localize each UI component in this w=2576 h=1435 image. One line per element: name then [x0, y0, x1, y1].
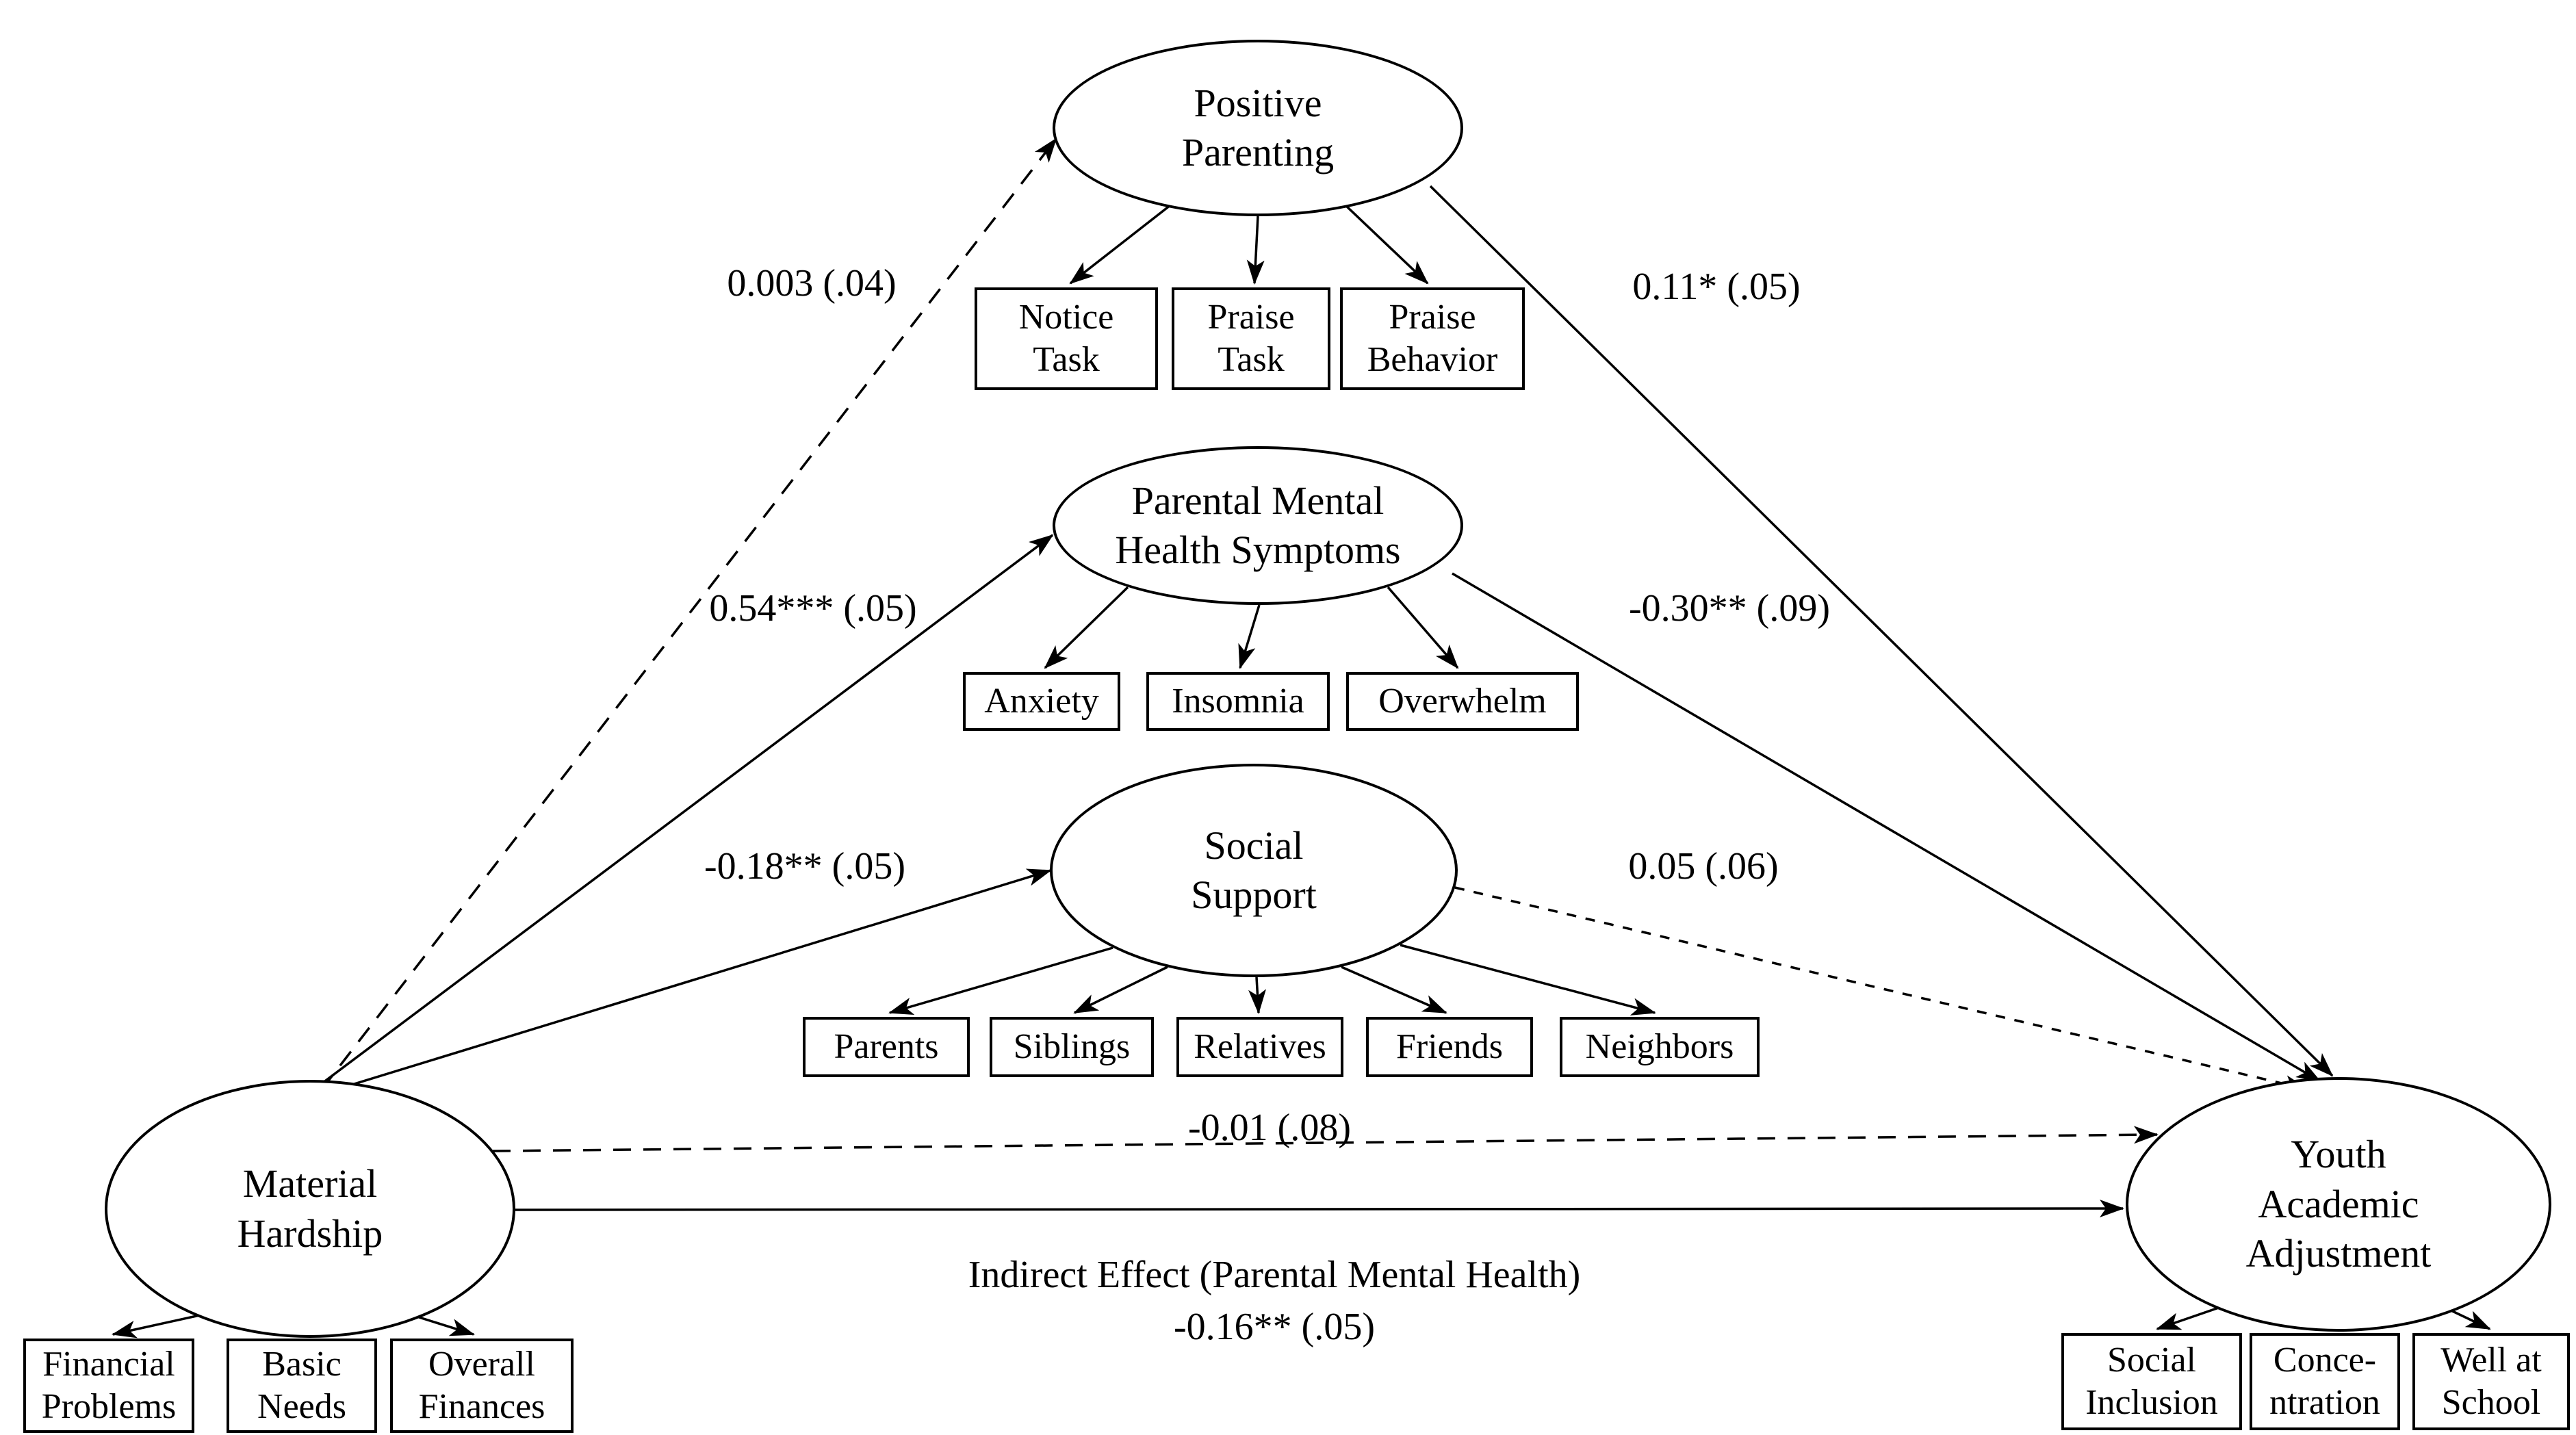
- indicator-overall-finances: Overall Finances: [390, 1339, 574, 1433]
- loading-pmh-overwhelm: [1387, 586, 1459, 669]
- indicator-neighbors: Neighbors: [1560, 1017, 1760, 1077]
- indicator-well-at-school: Well at School: [2412, 1333, 2570, 1430]
- path-mh-to-yaa-direct: [515, 1200, 2124, 1218]
- latent-label-line: Youth: [2291, 1132, 2386, 1177]
- indicator-label-line: Parents: [834, 1026, 939, 1066]
- indicator-label-line: Neighbors: [1585, 1026, 1734, 1066]
- indicator-friends: Friends: [1366, 1017, 1533, 1077]
- indicator-insomnia: Insomnia: [1146, 672, 1330, 731]
- coef-pp-to-yaa: 0.11* (.05): [1632, 266, 1801, 308]
- indicator-label-line: Praise: [1207, 297, 1295, 337]
- loading-pp-praise-behavior: [1344, 204, 1429, 285]
- indicator-concentration: Conce- ntration: [2250, 1333, 2400, 1430]
- indirect-effect-title: Indirect Effect (Parental Mental Health): [968, 1254, 1581, 1296]
- latent-label-line: Positive: [1194, 80, 1322, 125]
- indicator-label-line: Anxiety: [984, 681, 1099, 721]
- latent-parental-mental-health-symptoms: Parental Mental Health Symptoms: [1053, 446, 1463, 605]
- loading-pmh-insomnia: [1238, 604, 1261, 669]
- indicator-label-line: Notice: [1018, 297, 1114, 337]
- indicator-relatives: Relatives: [1176, 1017, 1343, 1077]
- indicator-praise-task: Praise Task: [1172, 287, 1330, 390]
- latent-material-hardship: Material Hardship: [105, 1080, 515, 1338]
- coef-mh-to-pp: 0.003 (.04): [727, 262, 897, 305]
- indicator-label-line: Praise: [1389, 297, 1476, 337]
- path-mh-to-yaa-dashed: [492, 1126, 2159, 1152]
- loading-pmh-anxiety: [1044, 586, 1129, 669]
- latent-label-line: Material: [242, 1161, 378, 1206]
- path-pmh-to-yaa: [1452, 572, 2321, 1083]
- path-mh-to-ss: [322, 868, 1052, 1095]
- coef-mh-to-pmh: 0.54*** (.05): [709, 587, 917, 630]
- latent-label-line: Social: [1204, 823, 1304, 868]
- indicator-label-line: Needs: [257, 1387, 346, 1426]
- loading-ss-friends: [1341, 966, 1447, 1014]
- loading-ss-siblings: [1073, 966, 1168, 1014]
- indicator-label-line: Task: [1033, 340, 1100, 379]
- loading-pp-praise-task: [1246, 216, 1265, 285]
- loading-pp-notice-task: [1069, 204, 1172, 285]
- loading-ss-neighbors: [1400, 944, 1656, 1016]
- indicator-label-line: Task: [1218, 340, 1285, 379]
- indicator-label-line: Relatives: [1194, 1026, 1326, 1066]
- coef-mh-to-yaa-dashed: -0.01 (.08): [1188, 1107, 1351, 1149]
- indicator-label-line: Conce-: [2273, 1340, 2377, 1380]
- indicator-label-line: Financial: [42, 1344, 175, 1384]
- indicator-basic-needs: Basic Needs: [227, 1339, 377, 1433]
- latent-social-support: Social Support: [1050, 764, 1458, 977]
- latent-label-line: Parenting: [1181, 130, 1335, 174]
- indicator-social-inclusion: Social Inclusion: [2061, 1333, 2242, 1430]
- coef-pmh-to-yaa: -0.30** (.09): [1629, 587, 1830, 630]
- indicator-label-line: ntration: [2269, 1383, 2380, 1422]
- indirect-effect-note: Indirect Effect (Parental Mental Health)…: [968, 1250, 1581, 1353]
- indirect-effect-value: -0.16** (.05): [1174, 1305, 1375, 1348]
- indicator-parents: Parents: [803, 1017, 970, 1077]
- latent-label-line: Hardship: [237, 1211, 383, 1256]
- indicator-praise-behavior: Praise Behavior: [1340, 287, 1525, 390]
- indicator-financial-problems: Financial Problems: [23, 1339, 194, 1433]
- indicator-notice-task: Notice Task: [975, 287, 1158, 390]
- indicator-label-line: Basic: [262, 1344, 342, 1384]
- indicator-label-line: Overall: [428, 1344, 535, 1384]
- indicator-siblings: Siblings: [990, 1017, 1154, 1077]
- latent-youth-academic-adjustment: Youth Academic Adjustment: [2126, 1077, 2551, 1332]
- indicator-label-line: Finances: [418, 1387, 545, 1426]
- latent-positive-parenting: Positive Parenting: [1053, 40, 1463, 216]
- indicator-label-line: Inclusion: [2085, 1383, 2218, 1422]
- indicator-label-line: Social: [2107, 1340, 2196, 1380]
- indicator-label-line: Siblings: [1013, 1026, 1131, 1066]
- indicator-label-line: Problems: [41, 1387, 177, 1426]
- indicator-label-line: Well at: [2440, 1340, 2542, 1380]
- path-ss-to-yaa-dashed: [1454, 886, 2309, 1093]
- coef-mh-to-ss: -0.18** (.05): [704, 845, 905, 888]
- indicator-label-line: School: [2441, 1383, 2541, 1422]
- indicator-label-line: Overwhelm: [1378, 681, 1547, 721]
- indicator-label-line: Friends: [1396, 1026, 1503, 1066]
- path-pp-to-yaa: [1429, 185, 2334, 1077]
- loading-ss-parents: [888, 946, 1113, 1015]
- latent-label-line: Support: [1191, 872, 1317, 917]
- latent-label-line: Academic: [2258, 1181, 2419, 1226]
- path-mh-to-pp-dashed: [320, 138, 1057, 1091]
- indicator-anxiety: Anxiety: [963, 672, 1120, 731]
- latent-label-line: Adjustment: [2245, 1231, 2432, 1276]
- loading-ss-relatives: [1248, 977, 1267, 1014]
- indicator-label-line: Behavior: [1367, 340, 1498, 379]
- indicator-overwhelm: Overwhelm: [1346, 672, 1579, 731]
- latent-label-line: Parental Mental: [1131, 478, 1384, 523]
- latent-label-line: Health Symptoms: [1115, 528, 1401, 572]
- indicator-label-line: Insomnia: [1172, 681, 1304, 721]
- path-mh-to-pmh: [319, 534, 1054, 1086]
- coef-ss-to-yaa: 0.05 (.06): [1628, 845, 1779, 888]
